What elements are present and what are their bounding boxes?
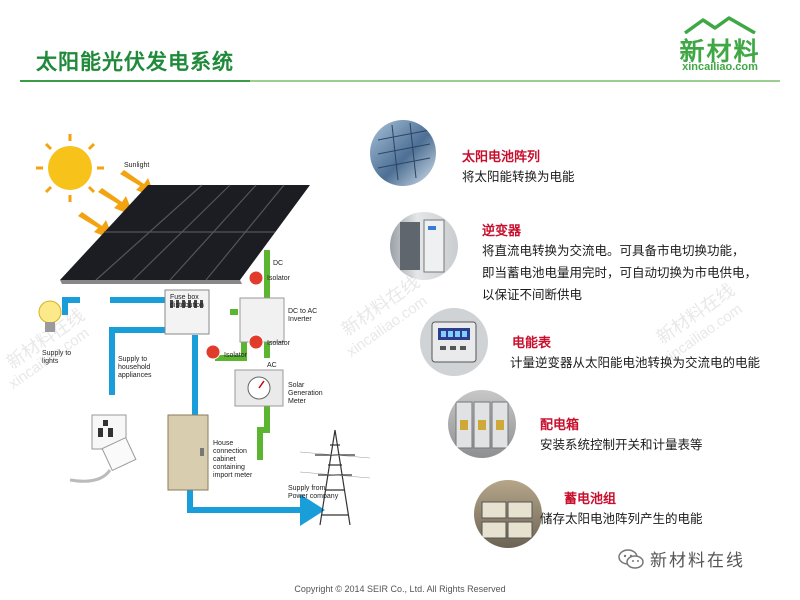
label-supply-lights: Supply to lights: [42, 350, 72, 365]
pv-diagram-graphic: [36, 134, 370, 526]
label-house-cabinet: House connection cabinet containing impo…: [213, 440, 253, 479]
wechat-icon: [618, 549, 644, 569]
component-title: 太阳电池阵列: [462, 150, 541, 165]
label-isolator-left: Isolator: [224, 352, 247, 359]
generation-meter: [234, 369, 284, 407]
component-desc-line-1: 将直流电转换为交流电。可具备市电切换功能，: [482, 243, 745, 258]
fuse-box: [164, 289, 210, 335]
light-bulb-icon: [38, 300, 62, 332]
plug-icon: [69, 436, 137, 483]
component-desc: 安装系统控制开关和计量表等: [540, 437, 703, 452]
title-divider-accent: [20, 80, 250, 82]
pv-system-diagram: Sunlight DC Isolator DC to AC Inverter F…: [30, 130, 370, 550]
copyright-notice: Copyright © 2014 SEIR Co., Ltd. All Righ…: [294, 584, 506, 594]
inverter-box: [239, 297, 285, 343]
label-ac: AC: [267, 362, 277, 369]
battery-bank-photo-icon: [474, 480, 542, 548]
component-title: 逆变器: [482, 224, 522, 239]
sun-icon: [36, 134, 104, 202]
page-title: 太阳能光伏发电系统: [36, 50, 234, 74]
title-divider: [20, 80, 780, 82]
distribution-cabinet-photo-icon: [448, 390, 516, 458]
label-inverter: DC to AC Inverter: [288, 308, 318, 323]
label-supply-appliances: Supply to household appliances: [118, 356, 152, 379]
label-dc: DC: [273, 260, 284, 267]
component-title: 蓄电池组: [564, 492, 617, 507]
component-title: 配电箱: [540, 418, 580, 433]
label-meter: Solar Generation Meter: [288, 382, 323, 405]
footer-brand: 新材料在线: [650, 551, 745, 571]
component-desc: 计量逆变器从太阳能电池转换为交流电的电能: [510, 355, 761, 370]
label-isolator-top: Isolator: [267, 275, 290, 282]
label-fuse-box: Fuse box distribution: [170, 294, 204, 309]
component-desc-line-3: 以保证不间断供电: [482, 287, 583, 302]
component-desc: 储存太阳电池阵列产生的电能: [540, 511, 703, 526]
power-pylon-icon: [299, 429, 370, 526]
component-desc-line-2: 即当蓄电池电量用完时，可自动切换为市电供电，: [482, 265, 758, 280]
logo-text-cn: 新材料: [679, 37, 761, 66]
component-title: 电能表: [512, 336, 552, 351]
solar-panel-array: [60, 184, 310, 284]
label-supply-power: Supply from Power company: [288, 485, 339, 500]
isolator-switches: [205, 270, 264, 360]
component-desc: 将太阳能转换为电能: [462, 169, 575, 184]
solar-panel-photo-icon: [370, 120, 436, 186]
logo-text-en: xincailiao.com: [682, 61, 758, 73]
house-cabinet: [167, 414, 209, 491]
label-sunlight: Sunlight: [124, 162, 150, 169]
label-isolator-mid: Isolator: [267, 340, 290, 347]
house-roof-icon: [683, 16, 756, 34]
inverter-photo-icon: [390, 212, 458, 280]
brand-logo: 新材料 xincailiao.com: [665, 10, 775, 73]
meter-photo-icon: [420, 308, 488, 376]
